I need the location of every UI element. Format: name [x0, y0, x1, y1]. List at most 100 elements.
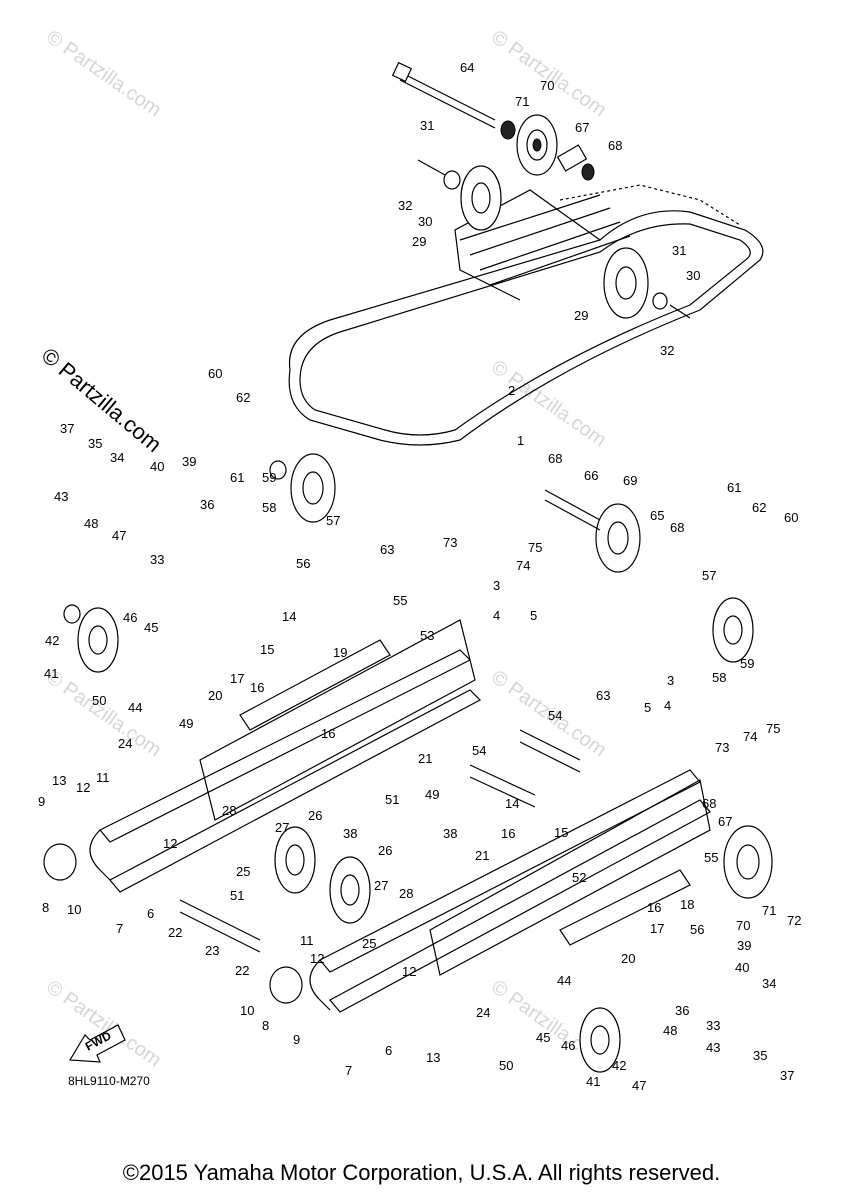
callout-50: 50	[499, 1058, 513, 1073]
watermarks-faint: © Partzilla.com © Partzilla.com © Partzi…	[42, 26, 610, 1071]
callout-14: 14	[282, 609, 296, 624]
callout-12: 12	[163, 836, 177, 851]
callout-70: 70	[540, 78, 554, 93]
callout-17: 17	[650, 921, 664, 936]
callout-39: 39	[737, 938, 751, 953]
watermark-faint: © Partzilla.com	[42, 666, 165, 761]
callout-13: 13	[426, 1050, 440, 1065]
callout-68: 68	[670, 520, 684, 535]
callout-42: 42	[45, 633, 59, 648]
callout-56: 56	[690, 922, 704, 937]
callout-31: 31	[672, 243, 686, 258]
callout-44: 44	[128, 700, 142, 715]
callout-3: 3	[493, 578, 500, 593]
callout-7: 7	[345, 1063, 352, 1078]
callout-74: 74	[516, 558, 530, 573]
callout-42: 42	[612, 1058, 626, 1073]
callout-60: 60	[784, 510, 798, 525]
track-belt	[288, 184, 764, 446]
callout-50: 50	[92, 693, 106, 708]
callout-25: 25	[362, 936, 376, 951]
callout-22: 22	[168, 925, 182, 940]
callout-62: 62	[752, 500, 766, 515]
callout-74: 74	[743, 729, 757, 744]
upper-idler-assembly	[391, 61, 691, 319]
callout-59: 59	[740, 656, 754, 671]
callout-36: 36	[200, 497, 214, 512]
callout-64: 64	[460, 60, 474, 75]
callout-29: 29	[574, 308, 588, 323]
callout-29: 29	[412, 234, 426, 249]
callout-9: 9	[293, 1032, 300, 1047]
callout-16: 16	[321, 726, 335, 741]
callout-33: 33	[150, 552, 164, 567]
callout-71: 71	[762, 903, 776, 918]
callout-20: 20	[621, 951, 635, 966]
callout-43: 43	[706, 1040, 720, 1055]
callout-26: 26	[378, 843, 392, 858]
callout-17: 17	[230, 671, 244, 686]
callout-16: 16	[250, 680, 264, 695]
callout-54: 54	[472, 743, 486, 758]
right-rail	[269, 489, 773, 1073]
callout-30: 30	[418, 214, 432, 229]
callout-1: 1	[517, 433, 524, 448]
callout-6: 6	[385, 1043, 392, 1058]
callout-62: 62	[236, 390, 250, 405]
callout-27: 27	[275, 820, 289, 835]
callout-38: 38	[343, 826, 357, 841]
callout-11: 11	[96, 770, 110, 785]
callout-32: 32	[660, 343, 674, 358]
callout-54: 54	[548, 708, 562, 723]
callout-37: 37	[60, 421, 74, 436]
callout-8: 8	[262, 1018, 269, 1033]
callout-66: 66	[584, 468, 598, 483]
callout-55: 55	[704, 850, 718, 865]
callout-45: 45	[144, 620, 158, 635]
callout-73: 73	[715, 740, 729, 755]
callout-59: 59	[262, 470, 276, 485]
callout-35: 35	[88, 436, 102, 451]
cross-shafts	[179, 729, 581, 953]
callout-56: 56	[296, 556, 310, 571]
callout-20: 20	[208, 688, 222, 703]
callout-68: 68	[608, 138, 622, 153]
callout-48: 48	[84, 516, 98, 531]
callout-51: 51	[385, 792, 399, 807]
callout-65: 65	[650, 508, 664, 523]
drawing-code: 8HL9110-M270	[68, 1074, 150, 1088]
callout-45: 45	[536, 1030, 550, 1045]
callout-47: 47	[632, 1078, 646, 1093]
callout-57: 57	[326, 513, 340, 528]
callout-12: 12	[310, 951, 324, 966]
callout-46: 46	[123, 610, 137, 625]
callout-73: 73	[443, 535, 457, 550]
parts-diagram: © Partzilla.com © Partzilla.com © Partzi…	[37, 26, 802, 1093]
callout-2: 2	[508, 383, 515, 398]
callout-37: 37	[780, 1068, 794, 1083]
callout-58: 58	[262, 500, 276, 515]
left-rail	[43, 453, 481, 924]
callout-49: 49	[425, 787, 439, 802]
callout-23: 23	[205, 943, 219, 958]
callout-41: 41	[586, 1074, 600, 1089]
watermark-faint: © Partzilla.com	[42, 26, 165, 121]
callout-55: 55	[393, 593, 407, 608]
callout-10: 10	[67, 902, 81, 917]
callout-6: 6	[147, 906, 154, 921]
callout-60: 60	[208, 366, 222, 381]
callout-40: 40	[735, 960, 749, 975]
callout-31: 31	[420, 118, 434, 133]
callout-68: 68	[548, 451, 562, 466]
callout-43: 43	[54, 489, 68, 504]
callout-71: 71	[515, 94, 529, 109]
callout-70: 70	[736, 918, 750, 933]
callout-40: 40	[150, 459, 164, 474]
callout-61: 61	[727, 480, 741, 495]
callout-36: 36	[675, 1003, 689, 1018]
callout-63: 63	[596, 688, 610, 703]
copyright-notice: ©2015 Yamaha Motor Corporation, U.S.A. A…	[122, 1160, 721, 1185]
callout-32: 32	[398, 198, 412, 213]
callout-10: 10	[240, 1003, 254, 1018]
callout-4: 4	[493, 608, 500, 623]
